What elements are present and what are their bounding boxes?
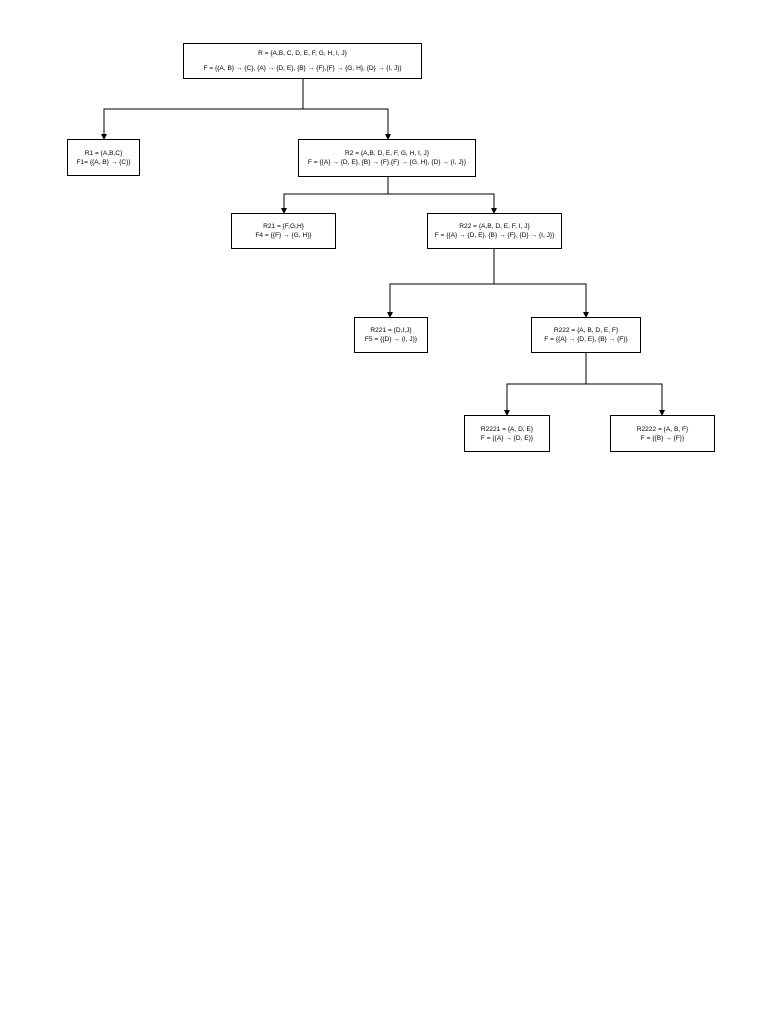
node-r222: R222 = {A, B, D, E, F} F = {{A} → {D, E}… [531, 317, 641, 353]
node-r1-relation-label: R1 = {A,B,C} [84, 149, 123, 157]
node-r2222: R2222 = {A, B, F} F = {{B} → {F}} [610, 415, 715, 452]
node-root-fd-label: F = {{A, B} → {C}, {A} → {D, E}, {B} → {… [203, 65, 402, 72]
node-r221-relation-label: R221 = {D,I,J} [370, 327, 412, 334]
node-r221: R221 = {D,I,J} F5 = {{D} → {I, J}} [354, 317, 428, 353]
node-r222-relation-label: R222 = {A, B, D, E, F} [553, 327, 619, 334]
node-root-relation: R = {A,B, C, D, E, F, G, H, I, J} F = {{… [183, 43, 422, 79]
node-r1: R1 = {A,B,C} F1= {{A, B} → {C}} [67, 139, 140, 176]
node-r22-fd-label: F = {{A} → {D, E}, {B} → {F}, {D} → {I, … [434, 232, 555, 239]
node-r22-relation-label: R22 = {A,B, D, E, F, I, J} [459, 223, 530, 230]
node-root-relation-label: R = {A,B, C, D, E, F, G, H, I, J} [258, 50, 347, 57]
node-r2221: R2221 = {A, D, E} F = {{A} → {D, E}} [464, 415, 550, 452]
node-r222-fd-label: F = {{A} → {D, E}, {B} → {F}} [544, 336, 628, 343]
edge-r2-to-r22 [388, 193, 497, 214]
node-r2222-relation-label: R2222 = {A, B, F} [636, 425, 689, 433]
node-r2-relation-label: R2 = {A,B, D, E, F, G, H, I, J} [344, 150, 430, 157]
edge-r22-to-r222 [494, 283, 589, 318]
node-r1-fd-label: F1= {{A, B} → {C}} [76, 158, 131, 166]
edge-root-to-r1 [101, 79, 304, 140]
node-r2221-fd-label: F = {{A} → {D, E}} [480, 434, 534, 442]
node-r2221-relation-label: R2221 = {A, D, E} [480, 425, 534, 433]
node-r2: R2 = {A,B, D, E, F, G, H, I, J} F = {{A}… [298, 139, 476, 177]
edge-r222-to-r2221 [504, 353, 587, 416]
node-r21-fd-label: F4 = {{F} → {G, H}} [255, 232, 312, 239]
edge-r222-to-r2222 [586, 383, 665, 416]
node-r221-fd-label: F5 = {{D} → {I, J}} [364, 336, 418, 343]
node-r22: R22 = {A,B, D, E, F, I, J} F = {{A} → {D… [427, 213, 562, 249]
edge-r2-to-r21 [281, 177, 389, 214]
node-r21-relation-label: R21 = {F,G,H} [263, 223, 304, 230]
node-r2-fd-label: F = {{A} → {D, E}, {B} → {F},{F} → {G, H… [307, 159, 467, 166]
edge-root-to-r2 [303, 108, 391, 140]
node-r2222-fd-label: F = {{B} → {F}} [640, 434, 685, 442]
edge-r22-to-r221 [387, 249, 495, 318]
node-r21: R21 = {F,G,H} F4 = {{F} → {G, H}} [231, 213, 336, 249]
